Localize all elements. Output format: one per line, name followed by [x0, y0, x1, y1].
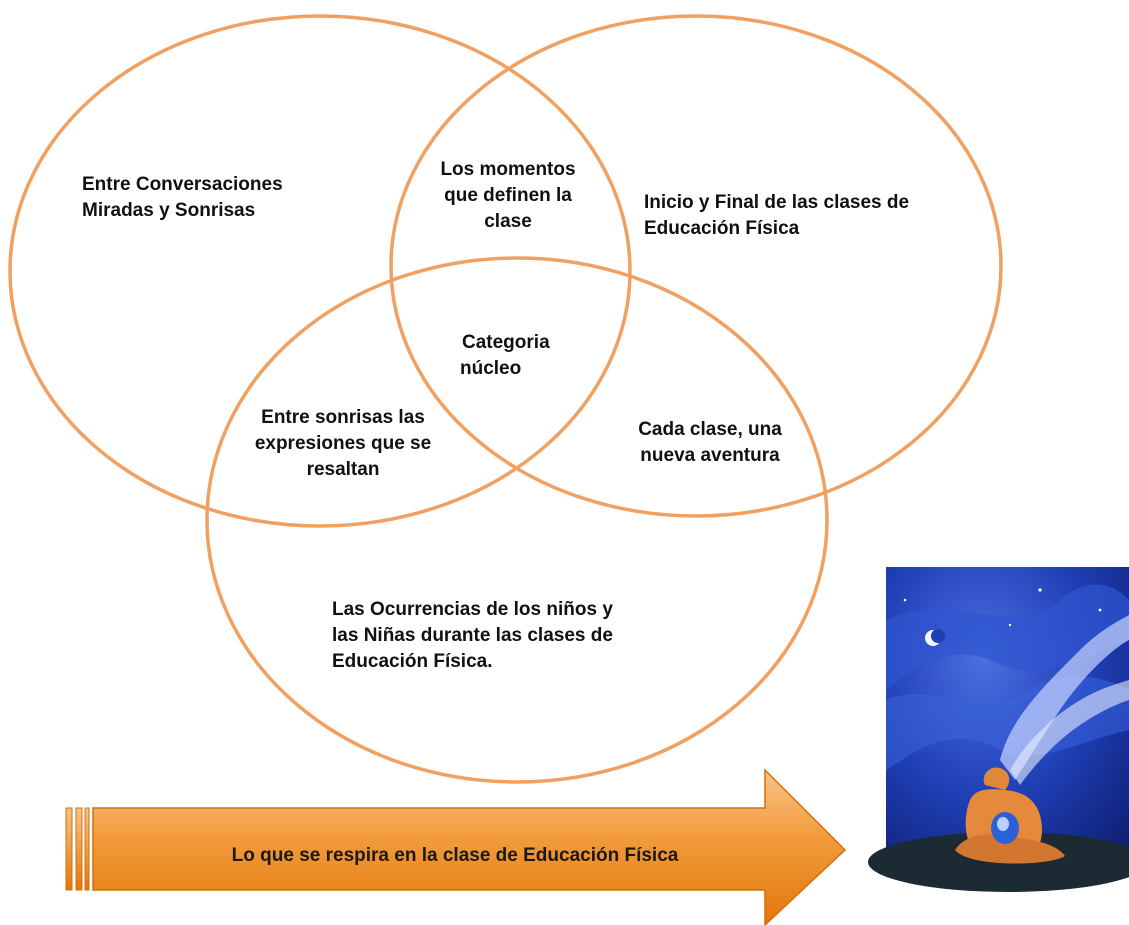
label-line: núcleo: [460, 358, 522, 379]
label-circle-right: Inicio y Final de las clases de Educació…: [644, 190, 984, 242]
arrow-body: [92, 768, 847, 925]
arrow-stripe-2: [75, 807, 83, 891]
label-circle-left: Entre Conversaciones Miradas y Sonrisas: [82, 172, 362, 224]
label-line: Educación Física: [644, 218, 800, 239]
label-line: Los momentos: [440, 159, 576, 180]
label-line: Entre Conversaciones: [82, 174, 283, 195]
label-line: Inicio y Final de las clases de: [644, 192, 910, 213]
meditation-illustration: [868, 567, 1129, 892]
label-line: expresiones que se: [254, 433, 432, 454]
label-line: nueva aventura: [640, 445, 780, 466]
label-line: que definen la: [444, 185, 572, 206]
label-line: Las Ocurrencias de los niños y: [332, 599, 613, 620]
label-circle-bottom: Las Ocurrencias de los niños y las Niñas…: [332, 597, 712, 675]
circle-left: [8, 14, 632, 528]
arrow: [65, 768, 847, 925]
label-line: clase: [484, 211, 532, 232]
label-intersection-left-bottom: Entre sonrisas las expresiones que se re…: [218, 405, 468, 483]
arrow-label: Lo que se respira en la clase de Educaci…: [231, 845, 679, 866]
label-line: Categoria: [462, 332, 550, 353]
label-line: Educación Física.: [332, 651, 493, 672]
arrow-stripe-3: [84, 807, 90, 891]
label-intersection-right-bottom: Cada clase, una nueva aventura: [600, 417, 820, 469]
label-intersection-left-right: Los momentos que definen la clase: [408, 157, 608, 235]
label-line: Entre sonrisas las: [261, 407, 425, 428]
circle-right: [389, 14, 1003, 518]
label-center-core: Categoria núcleo: [440, 330, 590, 382]
label-line: Miradas y Sonrisas: [82, 200, 256, 221]
label-line: resaltan: [306, 459, 380, 480]
arrow-stripe-1: [65, 807, 73, 891]
label-line: Cada clase, una: [638, 419, 782, 440]
label-line: las Niñas durante las clases de: [332, 625, 613, 646]
circle-bottom: [205, 256, 829, 784]
